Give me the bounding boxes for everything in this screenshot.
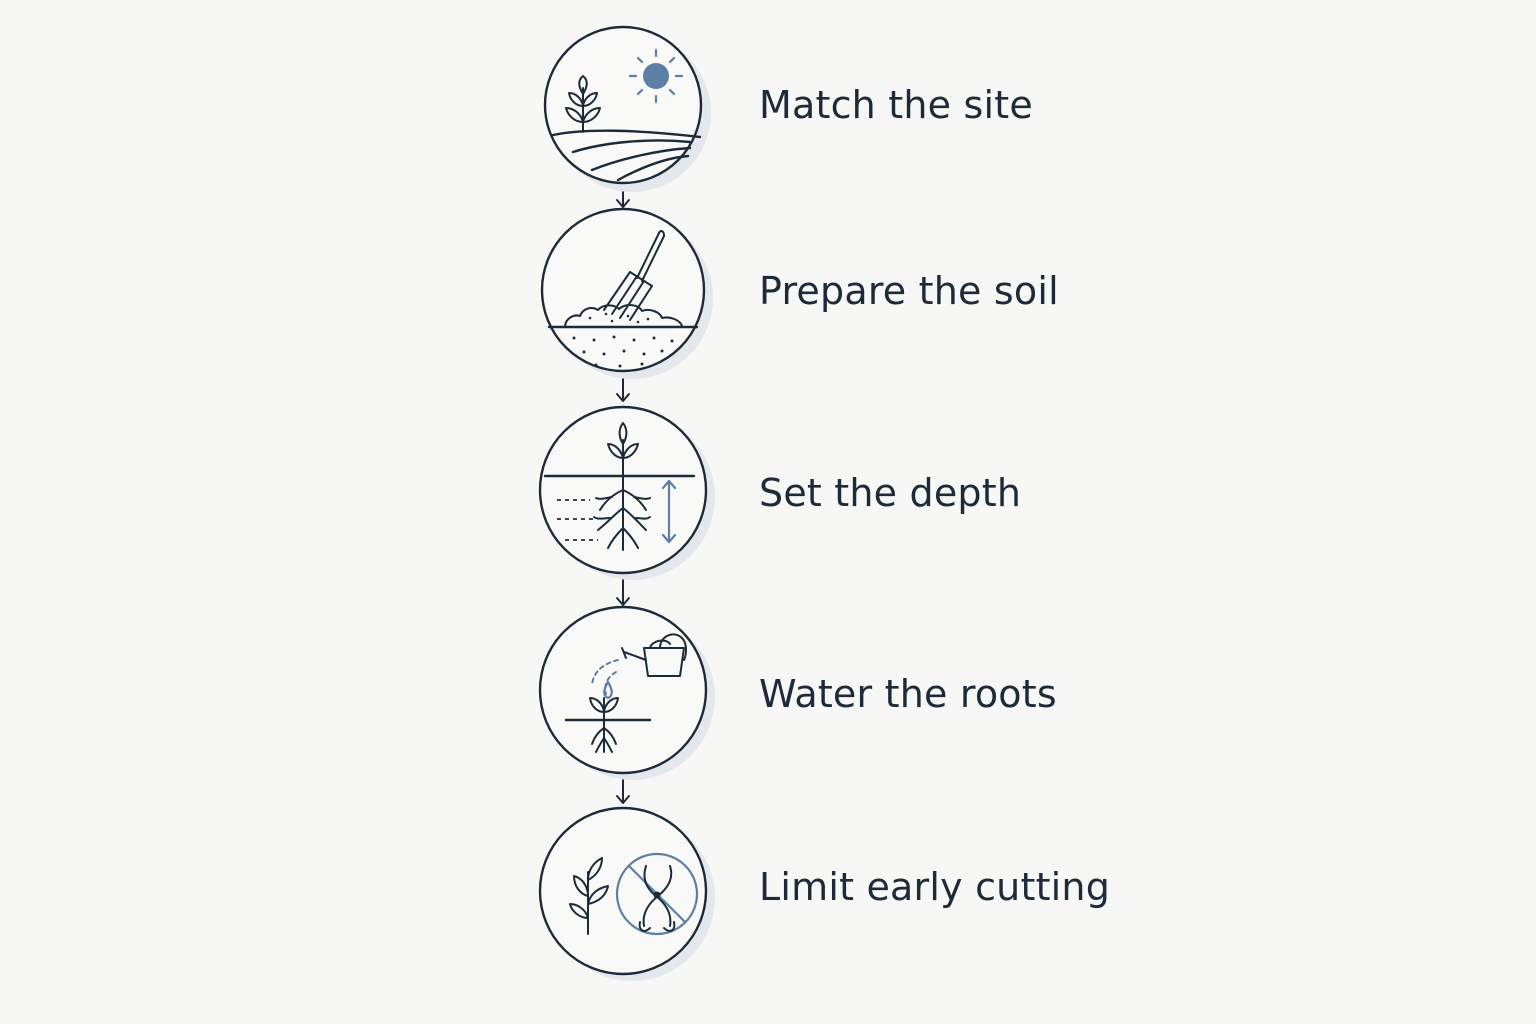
plant-sun-field-icon xyxy=(551,48,702,182)
step-label-prepare-soil: Prepare the soil xyxy=(759,269,1059,313)
step-4-icon xyxy=(538,605,715,780)
pitchfork-soil-icon xyxy=(547,230,699,368)
step-2-icon xyxy=(540,207,713,379)
watering-can-sprout-icon xyxy=(564,633,687,753)
step-label-water-roots: Water the roots xyxy=(759,672,1057,716)
step-5-icon xyxy=(538,806,715,981)
connector-arrow-3 xyxy=(616,574,630,606)
roots-depth-icon xyxy=(543,422,696,551)
step-1-icon xyxy=(543,25,711,192)
step-label-match-site: Match the site xyxy=(759,83,1033,127)
step-label-limit-cutting: Limit early cutting xyxy=(759,865,1111,909)
step-3-icon xyxy=(538,405,715,580)
step-label-set-depth: Set the depth xyxy=(759,471,1022,515)
no-pruning-shears-icon xyxy=(569,852,699,936)
